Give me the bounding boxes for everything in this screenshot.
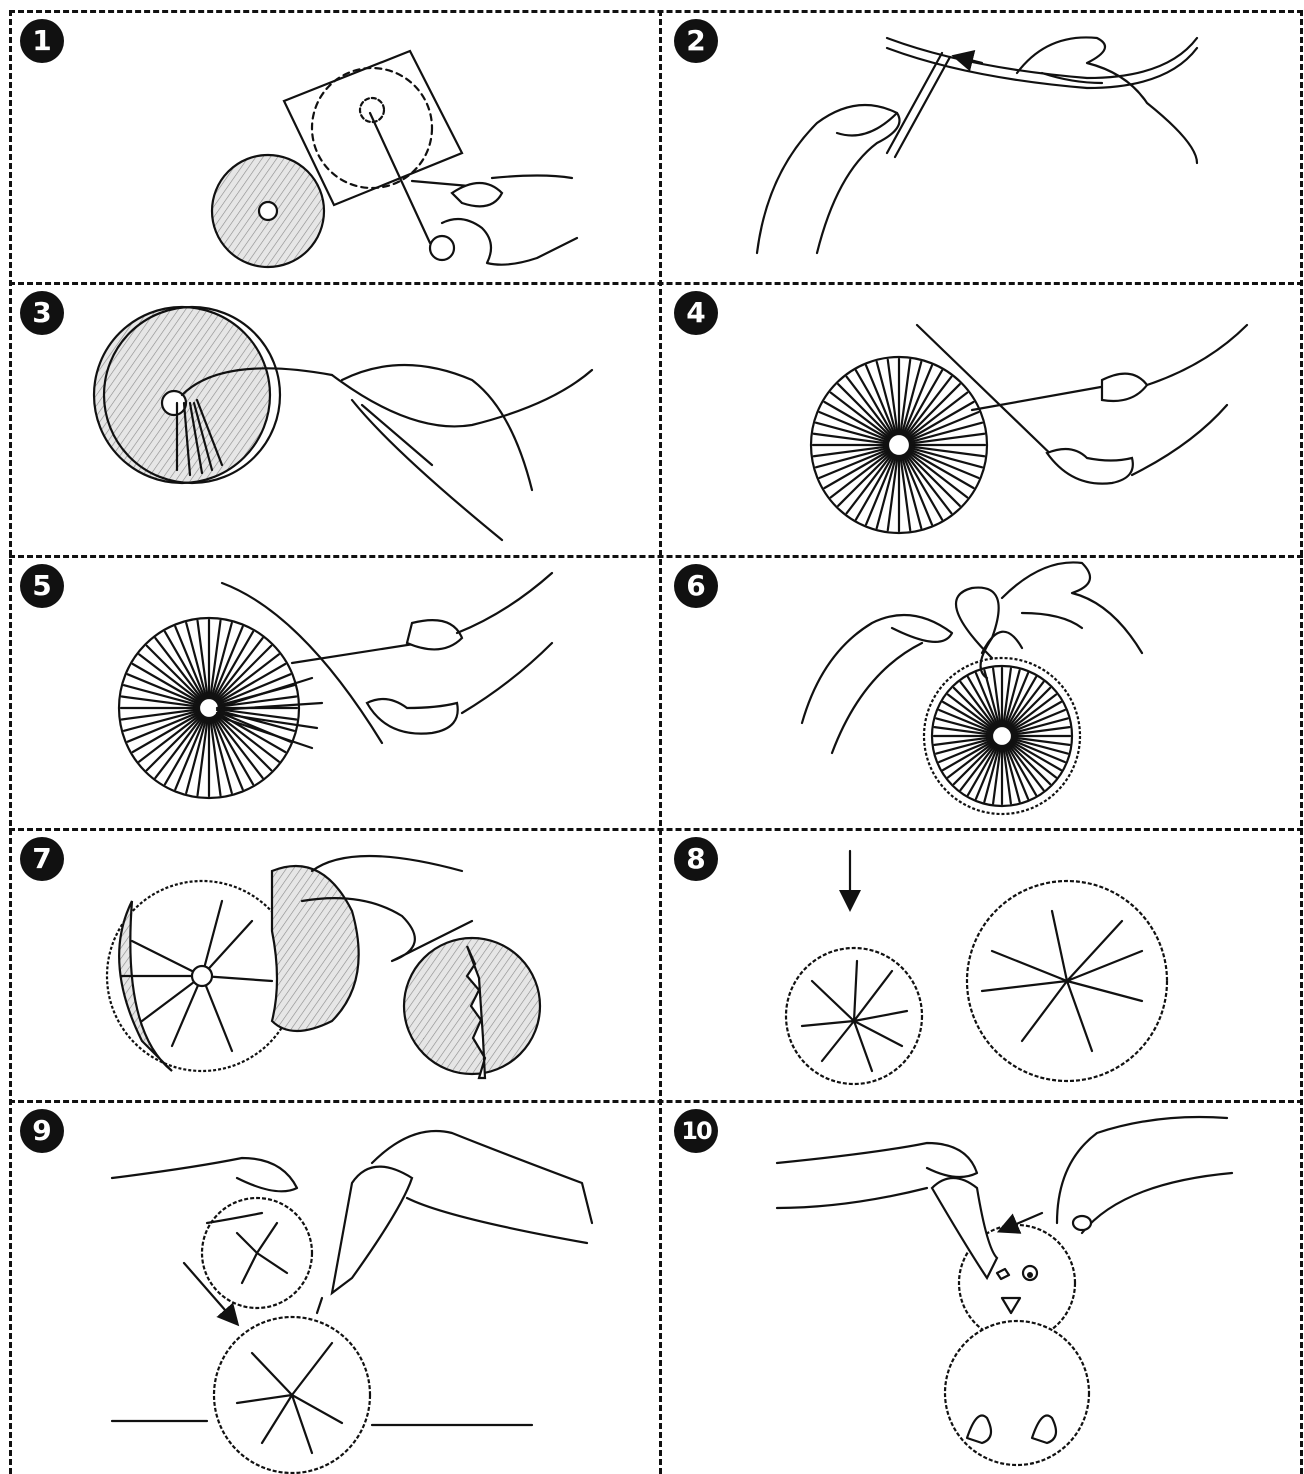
thread-yarn-needle-icon bbox=[662, 13, 1300, 281]
step-panel-4: 4 bbox=[662, 285, 1300, 553]
remove-cardboard-icon bbox=[12, 831, 657, 1099]
step-panel-1: 1 bbox=[12, 13, 657, 281]
step-panel-9: 9 bbox=[12, 1103, 657, 1471]
cut-cardboard-ring-icon bbox=[12, 13, 657, 281]
step-panel-2: 2 bbox=[662, 13, 1300, 281]
step-panel-10: 10 bbox=[662, 1103, 1300, 1471]
glue-pompoms-icon bbox=[12, 1103, 657, 1471]
step-panel-6: 6 bbox=[662, 558, 1300, 826]
attach-face-icon bbox=[662, 1103, 1300, 1471]
cut-yarn-edge-icon bbox=[12, 558, 657, 826]
two-pompoms-icon bbox=[662, 831, 1300, 1099]
tie-yarn-center-icon bbox=[662, 558, 1300, 826]
step-panel-8: 8 bbox=[662, 831, 1300, 1099]
step-panel-5: 5 bbox=[12, 558, 657, 826]
right-border bbox=[1300, 10, 1303, 1474]
wrapped-ring-scissors-icon bbox=[662, 285, 1300, 553]
wrap-yarn-ring-icon bbox=[12, 285, 657, 553]
step-panel-3: 3 bbox=[12, 285, 657, 553]
step-panel-7: 7 bbox=[12, 831, 657, 1099]
